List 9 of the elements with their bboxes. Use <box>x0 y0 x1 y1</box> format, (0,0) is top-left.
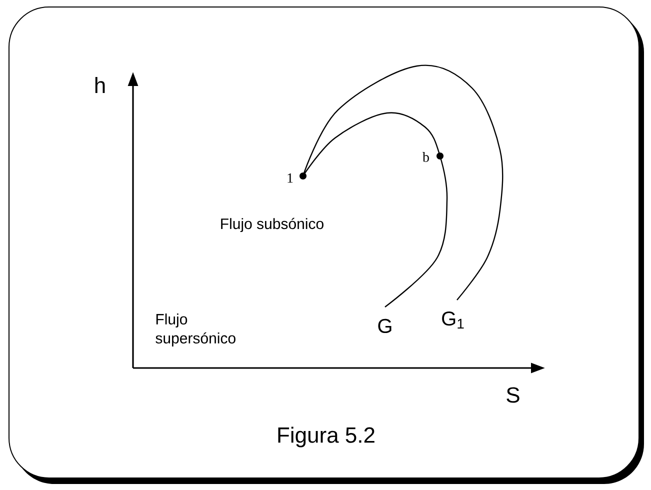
caption: Figura 5.2 <box>278 426 374 448</box>
region-label: Flujo subsónico <box>221 218 324 232</box>
point-label: 1 <box>288 173 293 183</box>
point-label: b <box>422 152 429 162</box>
region-label: Flujo supersónico <box>156 314 236 346</box>
curve-label: G <box>378 318 392 334</box>
axis-label: h <box>95 77 105 93</box>
axis-label: S <box>506 387 520 403</box>
curve-label: G$_{1}$ <box>442 311 464 329</box>
